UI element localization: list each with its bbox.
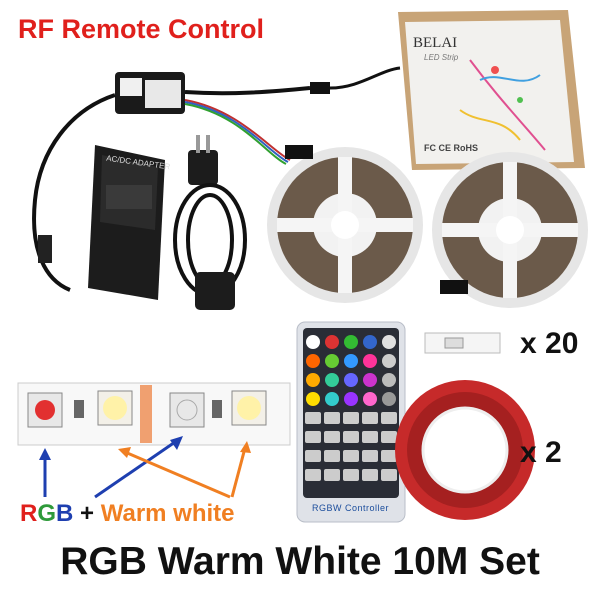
remote-button [324, 431, 340, 443]
remote-button [343, 431, 359, 443]
legend-b: B [56, 500, 74, 527]
remote-button [343, 450, 359, 462]
led-strip-closeup [17, 382, 291, 446]
remote-button [344, 335, 358, 349]
mounting-clip [424, 332, 501, 354]
legend-r: R [20, 500, 38, 527]
legend-plus: + [73, 500, 101, 527]
remote-button [324, 469, 340, 481]
rf-controller [115, 66, 401, 165]
remote-button [381, 431, 397, 443]
remote-button [305, 431, 321, 443]
remote-button [363, 354, 377, 368]
remote-button [305, 450, 321, 462]
remote-button [362, 469, 378, 481]
remote-button [324, 450, 340, 462]
remote-button [382, 373, 396, 387]
remote-button [362, 412, 378, 424]
remote-button [325, 354, 339, 368]
footer-title: RGB Warm White 10M Set [60, 540, 540, 583]
power-adapter [32, 93, 165, 300]
remote-button [363, 335, 377, 349]
led-reel-right [432, 152, 588, 308]
remote-button [305, 412, 321, 424]
remote-button [344, 373, 358, 387]
remote-button [363, 373, 377, 387]
power-cord [173, 135, 247, 310]
remote-button [381, 412, 397, 424]
box-subtitle-text: LED Strip [424, 53, 459, 62]
remote-button [382, 335, 396, 349]
remote-button [344, 392, 358, 406]
remote-button [382, 354, 396, 368]
remote-button [306, 354, 320, 368]
remote-button [363, 392, 377, 406]
remote-button [325, 335, 339, 349]
remote-button [382, 392, 396, 406]
legend-warm-white: Warm white [100, 500, 235, 527]
remote-button [305, 469, 321, 481]
remote-button [343, 412, 359, 424]
box-brand-text: BELAI [413, 35, 458, 51]
legend-g: G [37, 500, 57, 527]
annotation-arrows [39, 436, 251, 499]
clips-quantity: x 20 [520, 327, 579, 360]
remote-button [344, 354, 358, 368]
remote-button [381, 450, 397, 462]
remote-control [296, 321, 406, 523]
remote-button [325, 392, 339, 406]
packaging-box [398, 10, 585, 170]
remote-button [306, 335, 320, 349]
remote-button [306, 392, 320, 406]
legend: RGB + Warm white [20, 500, 235, 528]
remote-button [306, 373, 320, 387]
page-title: RF Remote Control [18, 14, 264, 44]
remote-label: RGBW Controller [312, 503, 390, 513]
led-reel-left [267, 145, 423, 303]
remote-button [324, 412, 340, 424]
tape-roll [395, 380, 535, 520]
remote-button [362, 450, 378, 462]
box-certification-text: FC CE RoHS [424, 143, 478, 153]
remote-button [325, 373, 339, 387]
tape-quantity: x 2 [520, 436, 562, 469]
remote-button [343, 469, 359, 481]
remote-button [381, 469, 397, 481]
remote-button [362, 431, 378, 443]
